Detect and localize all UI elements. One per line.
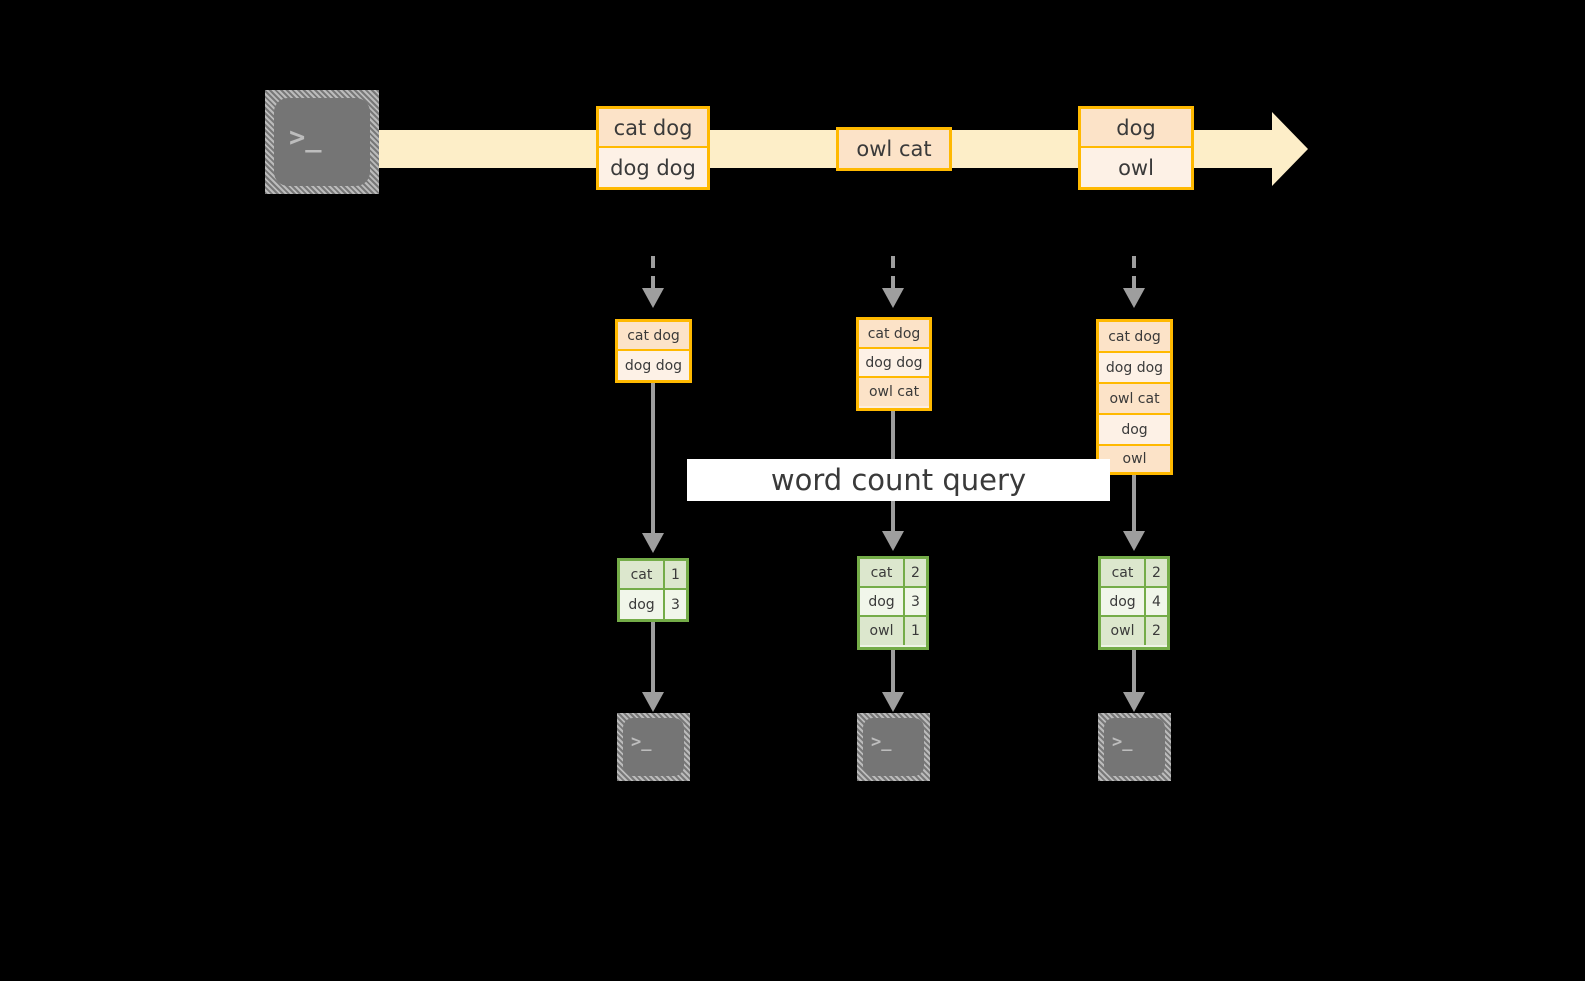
result-count-cell: 1 [665,561,686,588]
accumulated-record-line: owl [1099,446,1170,472]
dashed-down-arrow-head-icon [1123,288,1145,308]
result-table-t3: cat 2 dog 4 owl 2 [1098,556,1170,650]
source-terminal-icon: >_ [265,90,379,194]
dashed-down-arrow-icon [651,256,655,290]
result-count-cell: 2 [1146,559,1167,586]
accumulated-records-t3: cat dog dog dog owl cat dog owl [1096,319,1173,475]
connector-t2-to-sink [891,650,895,697]
table-row: dog 3 [620,590,686,619]
stream-event-line: owl [1081,148,1191,187]
table-row: cat 2 [860,559,926,588]
result-count-cell: 3 [665,590,686,619]
result-word-cell: owl [1101,617,1146,645]
sink-terminal-icon-t3: >_ [1098,713,1171,781]
query-label: word count query [687,459,1110,501]
accumulated-records-t1: cat dog dog dog [615,319,692,383]
accumulated-record-line: dog [1099,415,1170,446]
source-terminal-screen [274,98,370,186]
stream-event-line: cat dog [599,109,707,148]
accumulated-record-line: cat dog [859,320,929,349]
table-row: owl 2 [1101,617,1167,645]
result-count-cell: 3 [905,588,926,615]
result-count-cell: 2 [905,559,926,586]
result-count-cell: 2 [1146,617,1167,645]
table-row: cat 1 [620,561,686,590]
stream-arrow-head [1272,112,1308,186]
sink-terminal-icon-t2: >_ [857,713,930,781]
accumulated-record-line: owl cat [859,378,929,406]
sink-terminal-screen [1104,718,1165,776]
stream-event-group-3: dog owl [1078,106,1194,190]
dashed-down-arrow-icon [891,256,895,290]
stream-event-group-2: owl cat [836,127,952,171]
result-word-cell: cat [1101,559,1146,586]
table-row: dog 4 [1101,588,1167,617]
table-row: owl 1 [860,617,926,645]
connector-t2-to-sink-head-icon [882,692,904,712]
result-word-cell: cat [860,559,905,586]
sink-terminal-screen [863,718,924,776]
result-table-t2: cat 2 dog 3 owl 1 [857,556,929,650]
sink-terminal-prompt-glyph: >_ [631,732,652,752]
sink-terminal-screen [623,718,684,776]
accumulated-record-line: dog dog [618,351,689,380]
connector-t3-to-sink [1132,650,1136,697]
sink-terminal-icon-t1: >_ [617,713,690,781]
stream-event-line: dog [1081,109,1191,148]
sink-terminal-prompt-glyph: >_ [871,732,892,752]
stream-event-group-1: cat dog dog dog [596,106,710,190]
result-count-cell: 4 [1146,588,1167,615]
result-count-cell: 1 [905,617,926,645]
connector-t3-to-result-head-icon [1123,531,1145,551]
table-row: dog 3 [860,588,926,617]
table-row: cat 2 [1101,559,1167,588]
result-word-cell: dog [620,590,665,619]
stream-event-line: owl cat [839,130,949,168]
dashed-down-arrow-head-icon [882,288,904,308]
result-word-cell: dog [1101,588,1146,615]
accumulated-record-line: cat dog [1099,322,1170,353]
stream-event-line: dog dog [599,148,707,187]
accumulated-record-line: cat dog [618,322,689,351]
dashed-down-arrow-icon [1132,256,1136,290]
accumulated-record-line: dog dog [1099,353,1170,384]
sink-terminal-prompt-glyph: >_ [1112,732,1133,752]
result-word-cell: cat [620,561,665,588]
connector-t2-to-result-head-icon [882,531,904,551]
dashed-down-arrow-head-icon [642,288,664,308]
accumulated-records-t2: cat dog dog dog owl cat [856,317,932,411]
connector-t1-to-sink-head-icon [642,692,664,712]
source-terminal-prompt-glyph: >_ [289,122,322,153]
result-table-t1: cat 1 dog 3 [617,558,689,622]
connector-t3-to-result [1132,475,1136,538]
result-word-cell: owl [860,617,905,645]
connector-t3-to-sink-head-icon [1123,692,1145,712]
accumulated-record-line: dog dog [859,349,929,378]
connector-t1-to-result [651,383,655,540]
connector-t1-to-result-head-icon [642,533,664,553]
result-word-cell: dog [860,588,905,615]
accumulated-record-line: owl cat [1099,384,1170,415]
connector-t1-to-sink [651,622,655,697]
